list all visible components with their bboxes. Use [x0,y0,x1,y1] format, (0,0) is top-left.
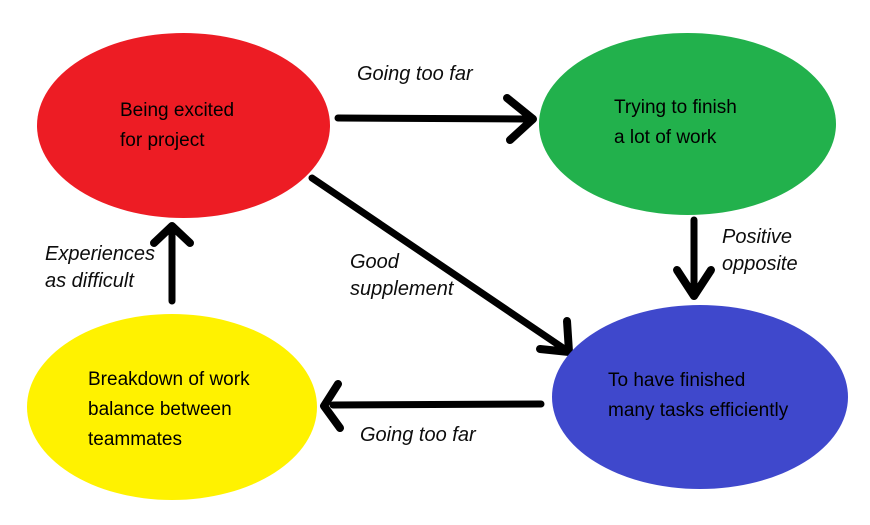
edge-label-going-too-far-bottom: Going too far [360,422,476,449]
edge-label-line: Positive [722,226,793,248]
arrow-excited-to-finished [308,174,573,356]
node-breakdown-of-work-label: Breakdown of work balance between teamma… [88,365,250,455]
arrow-trying-to-finished [673,216,715,300]
arrow-down-icon [673,266,715,300]
edge-label-line: Going too far [360,424,476,446]
edge-label-line: Good [350,251,399,273]
arrow-excited-to-trying [334,94,537,144]
node-label-line: Being excited [120,100,235,121]
arrow-right-icon [503,94,537,144]
node-label-line: balance between [88,399,232,420]
edge-label-line: as difficult [45,270,134,292]
edge-label-line: Experiences [45,243,156,265]
arrow-up-icon [150,222,194,247]
node-label-line: To have finished [608,370,746,391]
edge-label-good-supplement: Good supplement [350,249,453,303]
node-trying-to-finish-label: Trying to finish a lot of work [614,93,737,153]
arrow-shaft [334,114,530,123]
edge-label-line: opposite [722,253,798,275]
arrow-breakdown-to-excited [150,222,194,305]
edge-label-experiences-as-difficult: Experiences as difficult [45,241,155,295]
node-label-line: Trying to finish [614,97,737,118]
node-being-excited-ellipse [37,33,330,218]
arrow-diagonal-icon [536,317,573,356]
arrow-shaft [308,174,570,354]
node-breakdown-of-work-ellipse [27,314,317,500]
node-finished-tasks-label: To have finished many tasks efficiently [608,366,788,426]
edge-label-positive-opposite: Positive opposite [722,224,798,278]
arrow-shaft [329,400,545,409]
node-finished-tasks-ellipse [552,305,848,489]
node-label-line: many tasks efficiently [608,400,789,421]
arrow-finished-to-breakdown [320,380,545,432]
node-label-line: Breakdown of work [88,369,250,390]
arrow-left-icon [320,380,344,432]
edge-label-going-too-far-top: Going too far [357,61,473,88]
node-trying-to-finish-ellipse [539,33,836,215]
node-label-line: teammates [88,429,182,450]
edge-label-line: Going too far [357,63,473,85]
node-being-excited-label: Being excited for project [120,96,234,156]
edge-label-line: supplement [350,278,454,300]
node-label-line: for project [120,130,205,151]
node-label-line: a lot of work [614,127,717,148]
